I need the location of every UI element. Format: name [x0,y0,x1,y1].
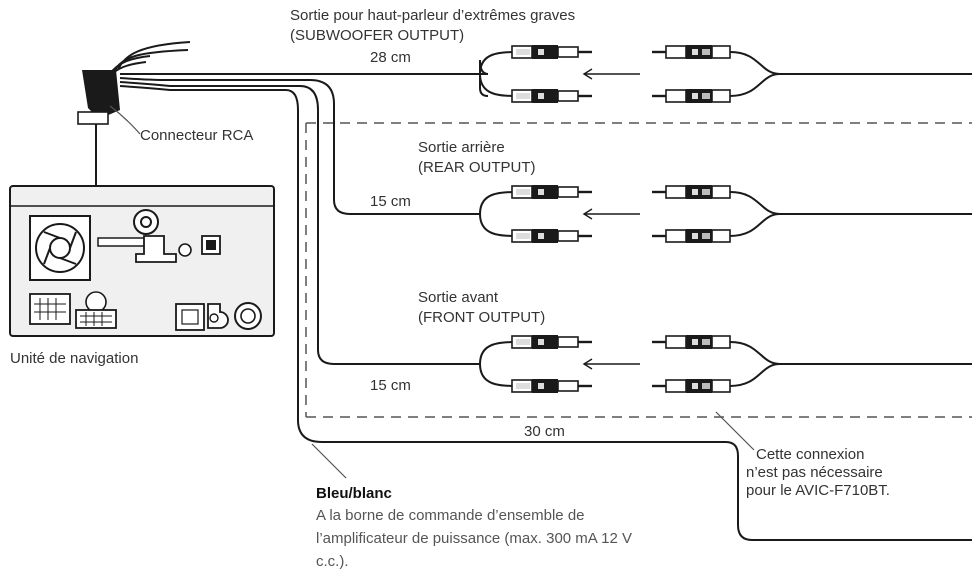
wire-title: Bleu/blanc [316,485,392,502]
rear-rca-pair [479,183,972,245]
length-subwoofer: 28 cm [370,49,411,66]
front-rca-pair [479,333,972,395]
rca-connector-label: Connecteur RCA [140,127,253,144]
note-line-3: pour le AVIC-F710BT. [746,482,890,499]
rca-connector-body [77,70,120,125]
labels: Sortie pour haut-parleur d’extrêmes grav… [10,7,890,570]
subwoofer-rca-pair [479,43,972,105]
navigation-unit-label: Unité de navigation [10,350,138,367]
leader-lines [109,105,755,479]
rear-label-fr: Sortie arrière [418,139,505,156]
note-line-1: Cette connexion [756,446,864,463]
front-label-fr: Sortie avant [418,289,499,306]
length-front: 15 cm [370,377,411,394]
loose-wire-ends [107,41,191,79]
length-rear: 15 cm [370,193,411,210]
note-line-2: n’est pas nécessaire [746,464,883,481]
rear-label-en: (REAR OUTPUT) [418,159,536,176]
navigation-unit [9,185,275,337]
length-blue-wire: 30 cm [524,423,565,440]
wire-desc-line-2: l’amplificateur de puissance (max. 300 m… [316,530,632,547]
wire-harness [119,73,972,541]
subwoofer-label-fr: Sortie pour haut-parleur d’extrêmes grav… [290,7,575,24]
subwoofer-label-en: (SUBWOOFER OUTPUT) [290,27,464,44]
wire-desc-line-1: A la borne de commande d’ensemble de [316,507,585,524]
front-label-en: (FRONT OUTPUT) [418,309,545,326]
wire-desc-line-3: c.c.). [316,553,349,570]
optional-connection-boundary [305,122,972,418]
